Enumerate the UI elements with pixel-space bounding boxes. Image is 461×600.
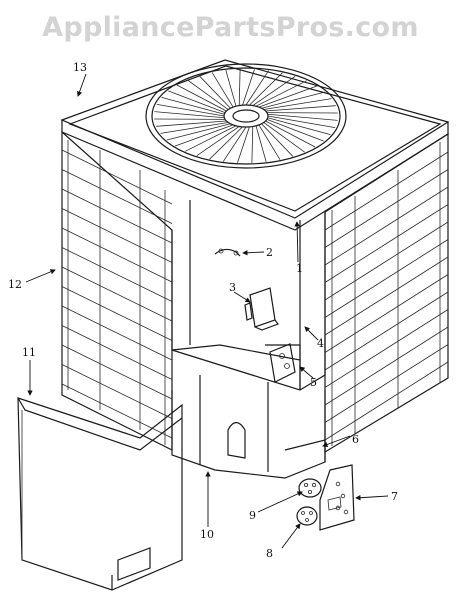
left-coil-guard	[61, 130, 173, 451]
control-compartment	[171, 200, 326, 391]
callout-1: 1	[296, 262, 303, 275]
access-panel	[17, 397, 183, 591]
callout-labels: 13 12 11 1 2 3 4 5 6 7 8 9 10	[8, 61, 398, 560]
callout-13: 13	[73, 61, 87, 74]
callout-3: 3	[229, 281, 236, 294]
callout-10: 10	[200, 528, 214, 541]
callout-2: 2	[266, 246, 273, 259]
callout-4: 4	[317, 337, 324, 350]
callout-12: 12	[8, 278, 22, 291]
leader-lines	[25, 73, 389, 549]
callout-11: 11	[22, 346, 36, 359]
site-watermark: AppliancePartsPros.com	[42, 12, 419, 43]
callout-9: 9	[249, 509, 256, 522]
callout-5: 5	[310, 376, 317, 389]
base-pan	[171, 375, 326, 479]
top-cover	[60, 59, 450, 231]
mounting-plate	[319, 464, 355, 531]
callout-7: 7	[391, 490, 398, 503]
callout-6: 6	[352, 433, 359, 446]
callout-8: 8	[266, 547, 273, 560]
capacitor-disc-8	[296, 506, 318, 526]
capacitor-disc-9	[298, 478, 322, 498]
